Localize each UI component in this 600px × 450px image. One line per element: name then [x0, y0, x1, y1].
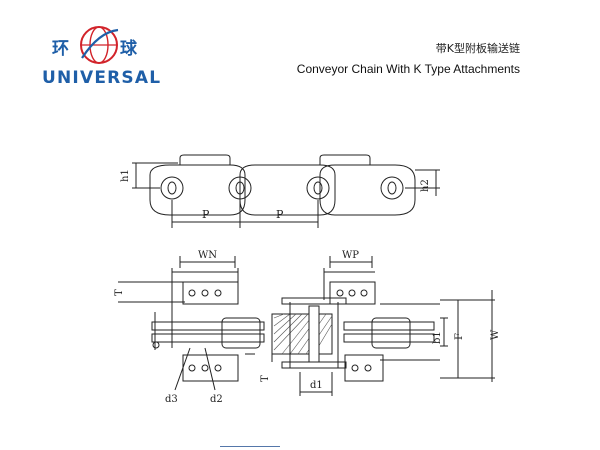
label-wn: WN	[198, 250, 217, 261]
title-english: Conveyor Chain With K Type Attachments	[296, 62, 520, 76]
label-h2: h2	[420, 179, 431, 192]
label-d1: d1	[310, 380, 323, 391]
label-w: W	[490, 329, 501, 340]
label-f: F	[454, 333, 465, 340]
globe-icon	[80, 26, 119, 64]
label-d2: d2	[210, 394, 223, 405]
title-chinese: 带K型附板输送链	[435, 42, 520, 55]
label-d3: d3	[165, 394, 178, 405]
logo-char-right: 球	[120, 39, 138, 59]
footer-divider	[220, 446, 280, 447]
label-wp: WP	[342, 250, 359, 261]
logo-char-left: 环	[52, 39, 70, 59]
label-t-left: T	[114, 289, 125, 296]
chain-side-view	[132, 154, 440, 228]
label-b1: b1	[432, 331, 443, 344]
company-logo: 环 球 UNIVERSAL	[18, 22, 168, 92]
logo-brand-text: UNIVERSAL	[42, 68, 162, 88]
chain-plan-view	[118, 256, 495, 396]
label-t-mid: T	[260, 375, 271, 382]
label-h1: h1	[120, 169, 131, 182]
label-pitch-2: P	[276, 208, 284, 221]
label-pitch-1: P	[202, 208, 210, 221]
